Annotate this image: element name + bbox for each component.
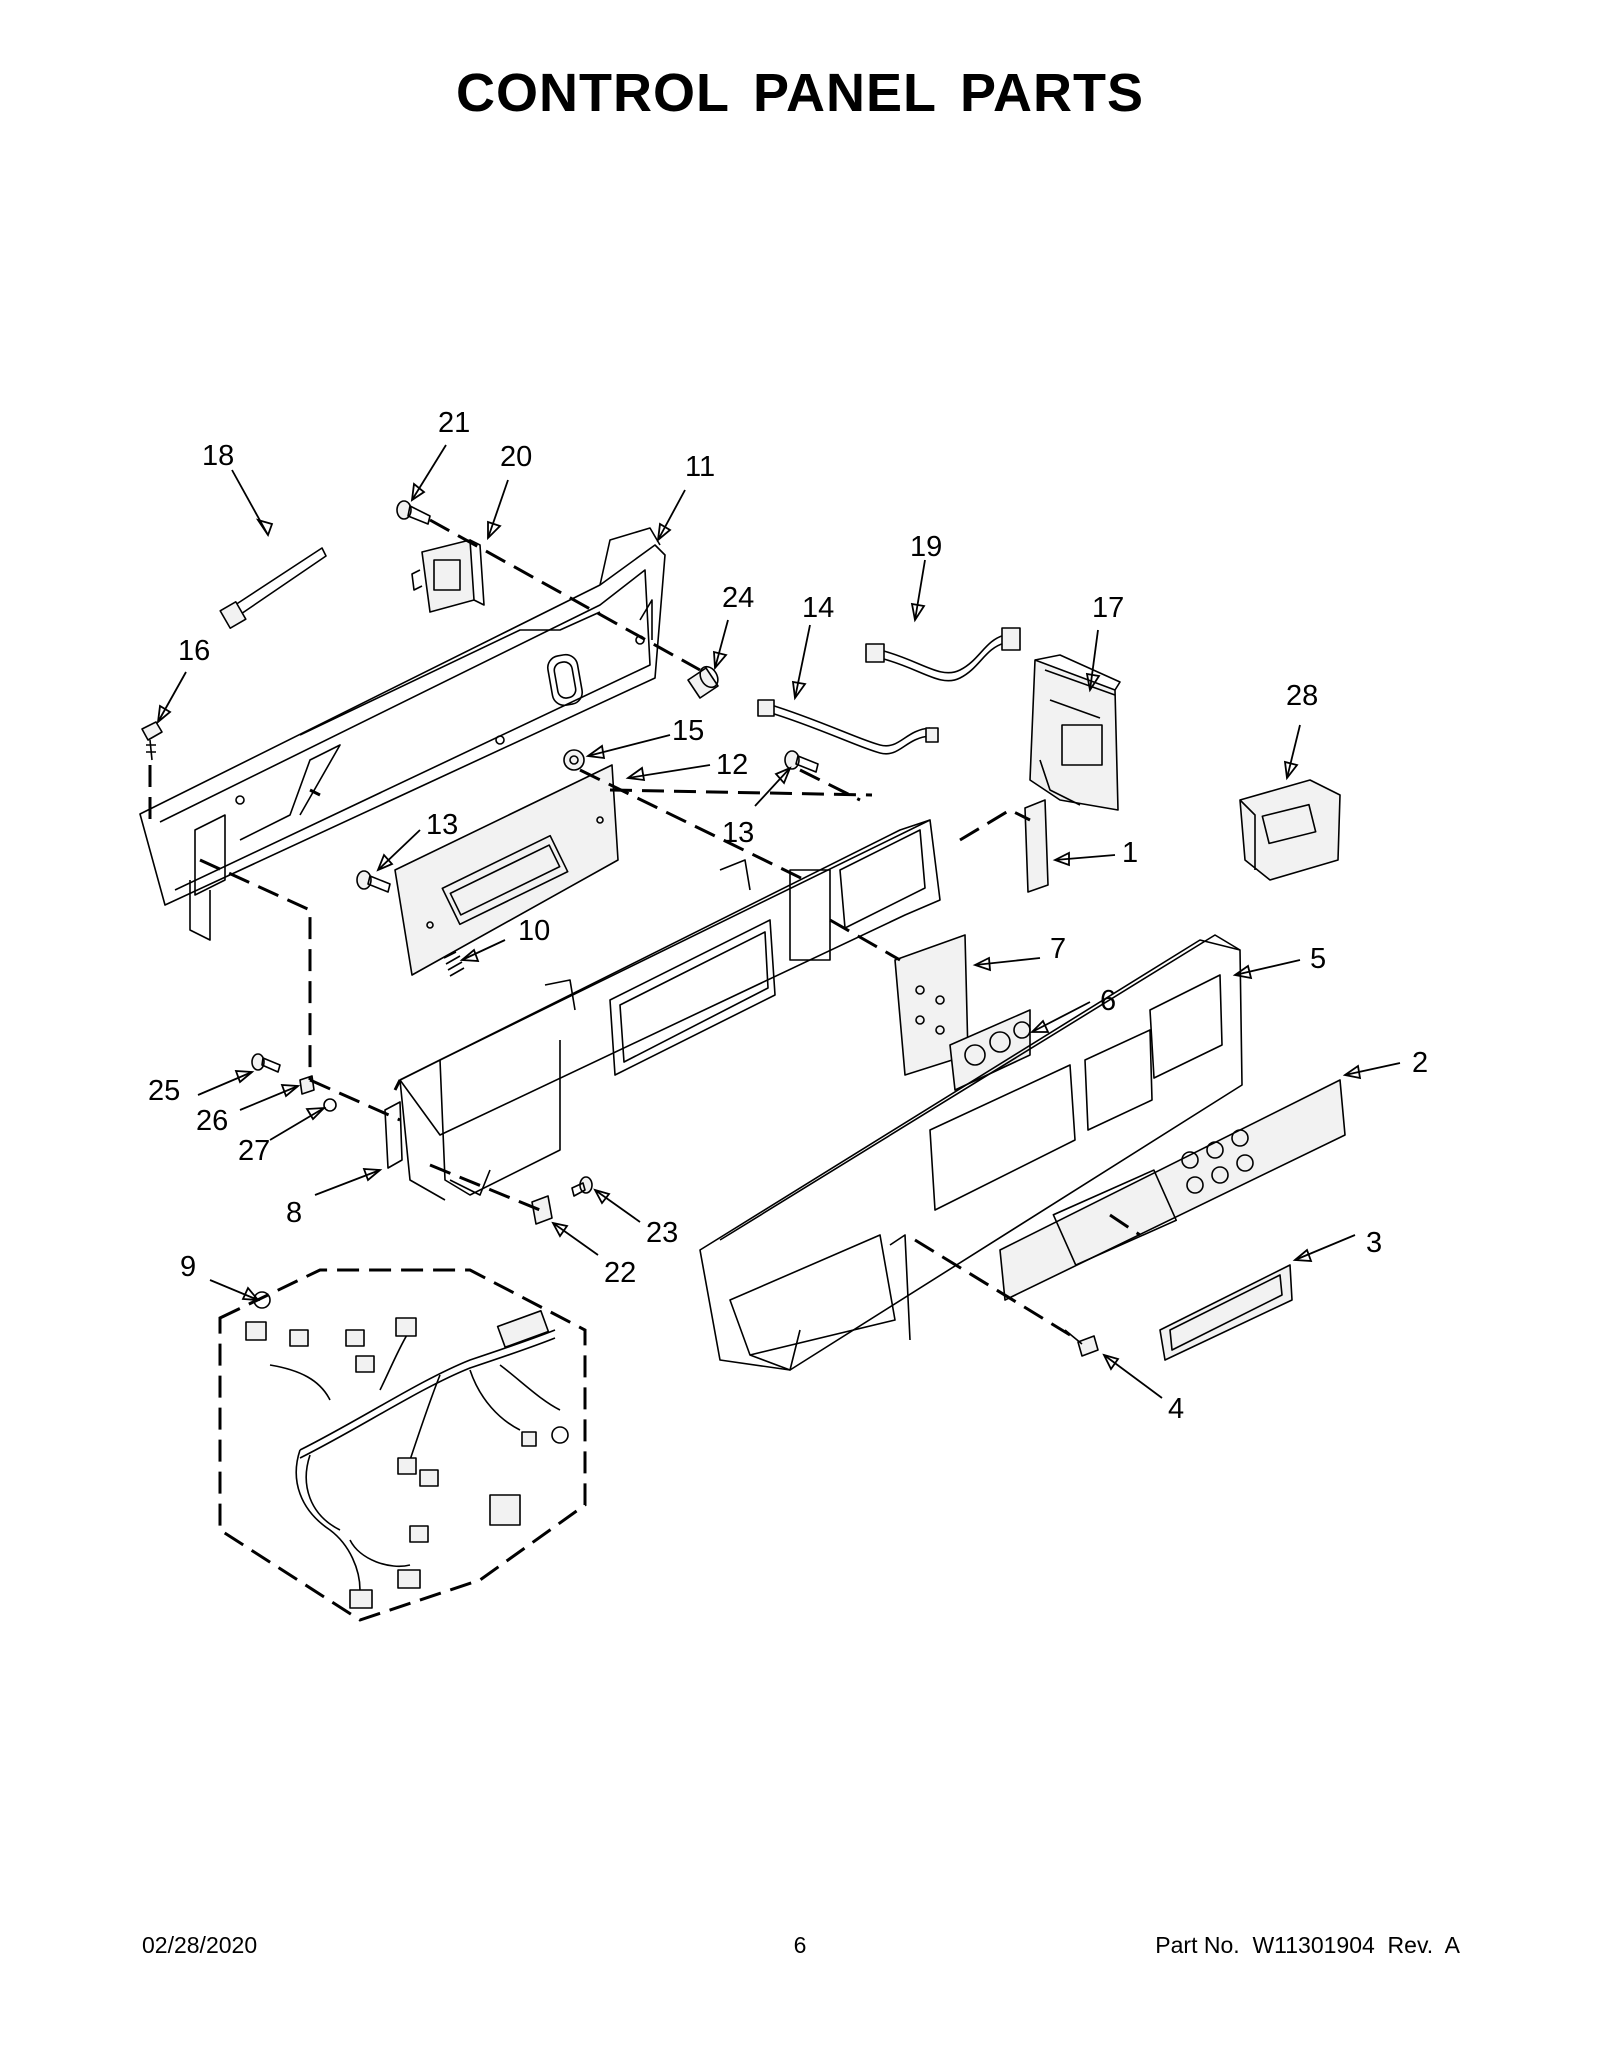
callout-2: 2 xyxy=(1412,1047,1428,1079)
callout-18: 18 xyxy=(202,440,234,472)
callout-27: 27 xyxy=(238,1135,270,1167)
part-3-display-window xyxy=(1159,1264,1293,1361)
part-18-cable-tie xyxy=(219,547,327,629)
callout-1: 1 xyxy=(1122,837,1138,869)
part-25-screw xyxy=(251,1053,281,1073)
part-14-wire-harness xyxy=(757,699,939,755)
part-9-main-harness xyxy=(218,1268,587,1622)
callout-5: 5 xyxy=(1310,943,1326,975)
part-26-clip xyxy=(299,1075,315,1095)
callout-19: 19 xyxy=(910,531,942,563)
callout-labels: 18 21 20 11 19 24 14 17 16 28 15 12 13 1… xyxy=(148,407,1428,1425)
part-20-noise-filter xyxy=(411,539,485,613)
callout-15: 15 xyxy=(672,715,704,747)
footer-date: 02/28/2020 xyxy=(142,1932,258,1958)
callout-8: 8 xyxy=(286,1197,302,1229)
part-12-ui-board xyxy=(394,764,619,976)
callout-28: 28 xyxy=(1286,680,1318,712)
callout-20: 20 xyxy=(500,441,532,473)
callout-13-right: 13 xyxy=(722,817,754,849)
part-19-wire-harness xyxy=(865,627,1021,682)
part-27-washer xyxy=(323,1098,337,1112)
part-13-screw-left xyxy=(356,870,391,893)
part-2-overlay xyxy=(999,1079,1346,1301)
callout-6: 6 xyxy=(1100,985,1116,1017)
callout-13-left: 13 xyxy=(426,809,458,841)
callout-14: 14 xyxy=(802,592,834,624)
callout-12: 12 xyxy=(716,749,748,781)
callout-3: 3 xyxy=(1366,1227,1382,1259)
callout-4: 4 xyxy=(1168,1393,1184,1425)
part-10-spring xyxy=(443,951,465,977)
part-23-screw xyxy=(571,1176,593,1197)
callout-24: 24 xyxy=(722,582,754,614)
part-8-console-housing xyxy=(384,819,941,1201)
footer-part-number: Part No. W11301904 Rev. A xyxy=(1155,1932,1460,1958)
callout-9: 9 xyxy=(180,1251,196,1283)
part-13-screw-right xyxy=(784,750,819,773)
part-22-clip xyxy=(531,1195,553,1225)
callout-7: 7 xyxy=(1050,933,1066,965)
page-title: CONTROL PANEL PARTS xyxy=(455,63,1145,123)
part-6-knob-board xyxy=(949,1009,1031,1091)
callout-17: 17 xyxy=(1092,592,1124,624)
part-5-console-panel xyxy=(699,934,1243,1371)
callout-25: 25 xyxy=(148,1075,180,1107)
callout-22: 22 xyxy=(604,1257,636,1289)
callout-23: 23 xyxy=(646,1217,678,1249)
part-16-screw xyxy=(141,721,163,761)
callout-26: 26 xyxy=(196,1105,228,1137)
part-1-bracket xyxy=(1024,799,1049,893)
part-15-grommet xyxy=(563,749,585,771)
part-17-control-board xyxy=(1029,654,1121,811)
callout-21: 21 xyxy=(438,407,470,439)
callout-11: 11 xyxy=(685,451,715,483)
part-21-screw xyxy=(396,500,431,525)
callout-10: 10 xyxy=(518,915,550,947)
part-11-control-bracket xyxy=(139,527,666,941)
assembly-dash-lines xyxy=(148,518,1141,1337)
leader-arrows xyxy=(156,444,1401,1399)
part-24-bushing xyxy=(687,665,719,699)
footer-page-number: 6 xyxy=(793,1932,807,1958)
part-28-dispenser-module xyxy=(1239,779,1341,881)
callout-16: 16 xyxy=(178,635,210,667)
